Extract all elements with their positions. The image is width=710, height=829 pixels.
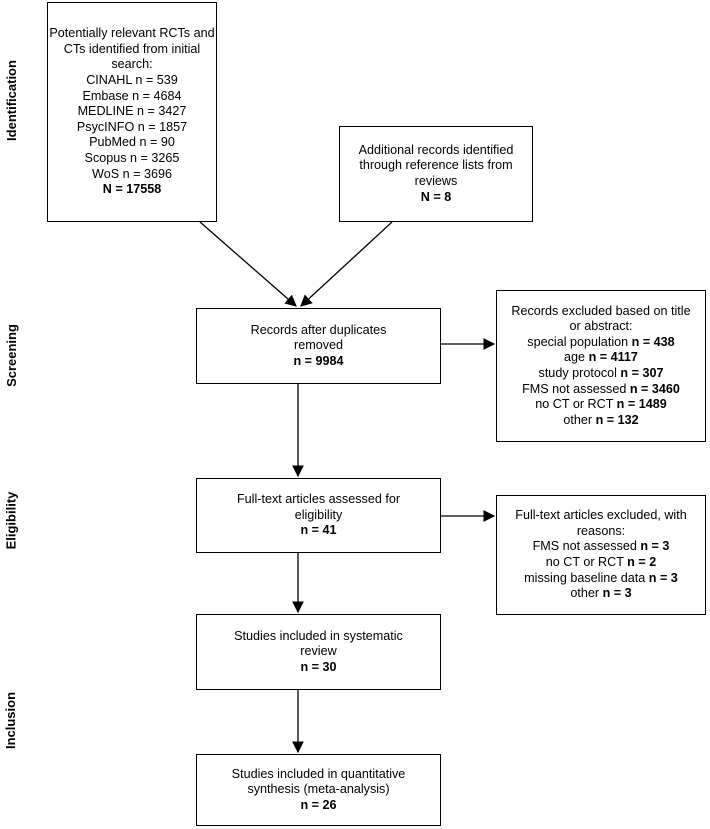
excluded-fulltext-item: FMS not assessed n = 3 — [533, 539, 670, 555]
fulltext-line: Full-text articles assessed for — [236, 492, 401, 507]
item-count: n = 438 — [631, 334, 675, 349]
duplicates-line: Records after duplicates — [250, 322, 387, 337]
search-line: Embase n = 4684 — [82, 88, 182, 103]
excluded-title-item: other n = 132 — [563, 413, 638, 429]
item-count: n = 132 — [595, 412, 639, 427]
additional-box: Additional records identified through re… — [339, 126, 533, 222]
fulltext-box: Full-text articles assessed for eligibil… — [196, 478, 441, 553]
arrow-search-to-duplicates — [199, 221, 297, 307]
excluded-title-line: Records excluded based on title — [511, 303, 691, 318]
search-line: PubMed n = 90 — [89, 135, 175, 150]
systematic-box: Studies included in systematic review n … — [196, 614, 441, 690]
excluded-fulltext-item: missing baseline data n = 3 — [524, 571, 678, 587]
excluded-title-box: Records excluded based on title or abstr… — [496, 290, 706, 442]
item-label: missing baseline data — [524, 570, 649, 585]
fulltext-total: n = 41 — [300, 523, 337, 538]
item-label: no CT or RCT — [545, 555, 628, 569]
additional-line: through reference lists from — [359, 158, 513, 173]
excluded-title-item: FMS not assessed n = 3460 — [522, 382, 680, 398]
excluded-fulltext-item: no CT or RCT n = 2 — [546, 555, 656, 571]
search-line: CINAHL n = 539 — [86, 73, 178, 88]
excluded-title-item: study protocol n = 307 — [539, 366, 664, 382]
item-count: n = 3 — [602, 586, 632, 601]
excluded-title-item: special population n = 438 — [527, 335, 674, 351]
meta-line: Studies included in quantitative — [231, 766, 406, 781]
duplicates-box: Records after duplicates removed n = 998… — [196, 308, 441, 384]
item-count: n = 4117 — [588, 350, 638, 365]
additional-total: N = 8 — [420, 189, 452, 204]
item-count: n = 2 — [627, 555, 657, 569]
excluded-fulltext-item: other n = 3 — [570, 586, 631, 602]
item-label: other — [570, 586, 603, 601]
excluded-fulltext-line: Full-text articles excluded, with — [515, 508, 687, 523]
meta-line: synthesis (meta-analysis) — [247, 782, 390, 797]
item-label: study protocol — [538, 366, 621, 380]
search-total: N = 17558 — [102, 182, 162, 197]
systematic-line: Studies included in systematic — [234, 628, 403, 643]
systematic-line: review — [300, 644, 337, 659]
search-box: Potentially relevant RCTs and CTs identi… — [47, 2, 217, 222]
item-count: n = 3460 — [629, 381, 680, 396]
duplicates-line: removed — [294, 338, 343, 353]
fulltext-line: eligibility — [294, 507, 343, 522]
search-line: CTs identified from initial — [63, 41, 201, 56]
item-count: n = 3 — [640, 539, 670, 554]
item-label: no CT or RCT — [535, 397, 617, 412]
item-label: other — [563, 412, 596, 427]
duplicates-total: n = 9984 — [293, 353, 344, 368]
item-label: special population — [527, 334, 632, 349]
meta-box: Studies included in quantitative synthes… — [196, 754, 441, 826]
search-line: PsycINFO n = 1857 — [76, 119, 188, 134]
search-line: Potentially relevant RCTs and — [49, 26, 215, 41]
search-line: Scopus n = 3265 — [84, 150, 180, 165]
item-label: age — [564, 350, 589, 365]
excluded-fulltext-line: reasons: — [576, 523, 626, 538]
excluded-title-item: age n = 4117 — [564, 350, 638, 366]
additional-line: Additional records identified — [358, 142, 514, 157]
excluded-fulltext-box: Full-text articles excluded, with reason… — [496, 495, 706, 615]
item-count: n = 1489 — [616, 397, 667, 412]
arrow-additional-to-duplicates — [300, 221, 393, 307]
additional-line: reviews — [414, 174, 458, 188]
meta-total: n = 26 — [300, 797, 337, 812]
item-label: FMS not assessed — [522, 381, 630, 396]
search-line: MEDLINE n = 3427 — [77, 104, 187, 119]
item-count: n = 3 — [648, 570, 678, 585]
systematic-total: n = 30 — [300, 659, 337, 674]
excluded-title-item: no CT or RCT n = 1489 — [535, 397, 666, 413]
item-label: FMS not assessed — [532, 539, 641, 554]
excluded-title-line: or abstract: — [569, 319, 633, 334]
search-line: search: — [111, 57, 153, 72]
item-count: n = 307 — [620, 366, 664, 380]
search-line: WoS n = 3696 — [92, 166, 172, 181]
